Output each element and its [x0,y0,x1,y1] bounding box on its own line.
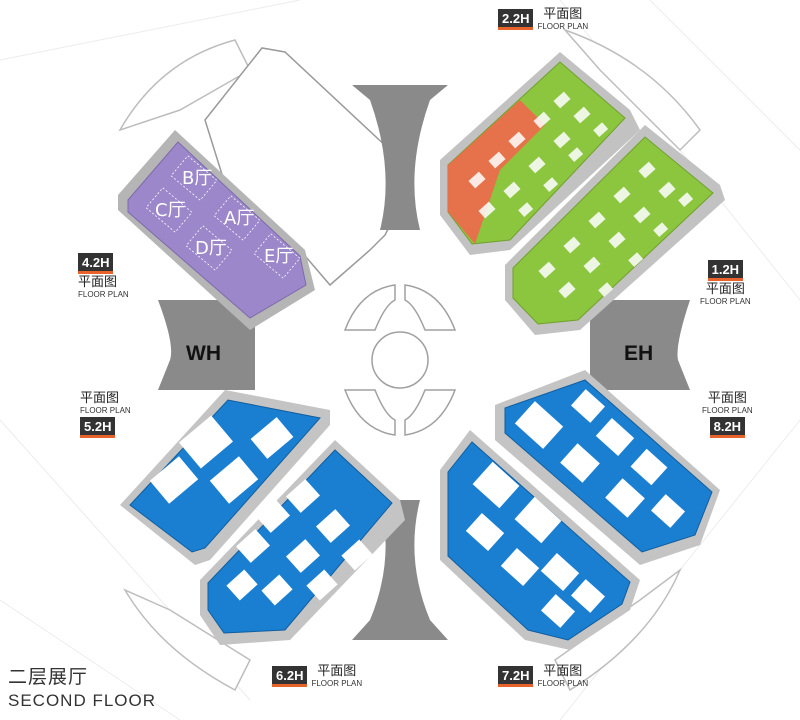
hall-4-2h-plan-cn: 平面图 [78,275,118,290]
hall-2-2h-code: 2.2H [498,9,534,30]
floor-title-en: SECOND FLOOR [8,691,157,710]
hall-1-2h[interactable] [505,125,725,335]
hall-2-2h-plan-en: FLOOR PLAN [537,22,589,31]
hall-4-2h-code: 4.2H [78,253,114,274]
subhall-c-label: C厅 [155,200,186,221]
hall-6-2h-code: 6.2H [272,666,308,687]
hall-6-2h-plan-en: FLOOR PLAN [311,679,363,688]
hall-1-2h-code: 1.2H [707,260,744,281]
floor-title: 二层展厅 SECOND FLOOR [8,662,156,711]
hall-7-2h-code: 7.2H [498,666,534,687]
hall-4-2h-plan-en: FLOOR PLAN [78,290,129,299]
outer-shells [118,28,701,692]
hall-8-2h[interactable] [495,370,720,565]
hall-8-2h-plan-cn: 平面图 [707,391,747,406]
hall-1-2h-plan-en: FLOOR PLAN [700,297,751,306]
hall-7-2h-plan-cn: 平面图 [543,664,583,679]
hall-5-2h-label: 平面图 FLOOR PLAN 5.2H [80,392,131,438]
hall-5-2h[interactable] [120,390,330,565]
hall-5-2h-plan-en: FLOOR PLAN [80,406,131,415]
hall-2-2h-label: 2.2H 平面图 FLOOR PLAN [498,8,588,31]
subhall-b-label: B厅 [182,168,212,189]
plazas [158,85,690,640]
central-roundabout [343,284,457,436]
hall-4-2h[interactable]: B厅 C厅 A厅 D厅 E厅 [118,130,315,330]
hall-5-2h-code: 5.2H [80,417,116,438]
hall-4-2h-label: 4.2H 平面图 FLOOR PLAN [78,253,129,299]
hall-5-2h-plan-cn: 平面图 [80,391,120,406]
hall-6-2h-plan-cn: 平面图 [317,664,357,679]
hall-2-2h-plan-cn: 平面图 [543,7,583,22]
hall-1-2h-plan-cn: 平面图 [705,282,745,297]
wing-wh-label: WH [186,342,221,365]
floor-title-cn: 二层展厅 [8,666,89,688]
hall-2-2h[interactable] [440,52,640,255]
hall-1-2h-label: 1.2H 平面图 FLOOR PLAN [700,260,751,306]
hall-7-2h[interactable] [440,430,640,650]
hall-8-2h-label: 平面图 FLOOR PLAN 8.2H [702,392,753,438]
hall-8-2h-plan-en: FLOOR PLAN [702,406,753,415]
subhall-a-label: A厅 [224,208,254,229]
hall-6-2h[interactable] [200,440,405,645]
subhall-d-label: D厅 [195,238,227,259]
hall-8-2h-code: 8.2H [709,417,746,438]
hall-6-2h-label: 6.2H 平面图 FLOOR PLAN [272,665,362,688]
wing-eh-label: EH [624,342,653,365]
hall-7-2h-plan-en: FLOOR PLAN [537,679,589,688]
subhall-e-label: E厅 [264,246,293,267]
hall-7-2h-label: 7.2H 平面图 FLOOR PLAN [498,665,588,688]
